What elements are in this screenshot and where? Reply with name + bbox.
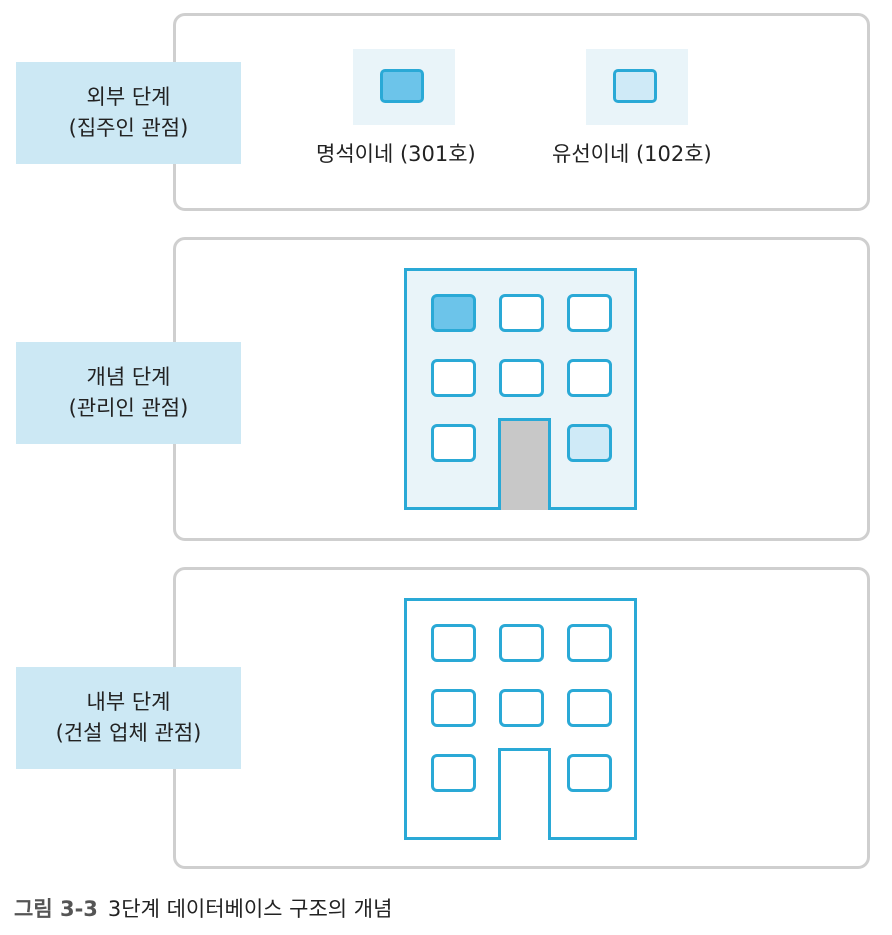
window-icon <box>499 689 544 727</box>
conceptual-level-title: 개념 단계 <box>86 365 171 389</box>
figure-title: 3단계 데이터베이스 구조의 개념 <box>107 897 393 921</box>
external-level-panel <box>173 13 870 211</box>
unit-102-window-icon <box>613 69 657 103</box>
unit-301-caption: 명석이네 (301호) <box>316 142 476 166</box>
window-icon <box>567 754 612 792</box>
window-icon <box>431 359 476 397</box>
figure-number: 그림 3-3 <box>14 897 98 921</box>
external-level-viewpoint: (집주인 관점) <box>68 116 189 140</box>
internal-level-label: 내부 단계 (건설 업체 관점) <box>16 667 241 769</box>
window-icon <box>567 359 612 397</box>
conceptual-building-icon <box>404 268 637 510</box>
conceptual-level-viewpoint: (관리인 관점) <box>68 396 189 420</box>
window-icon <box>499 294 544 332</box>
window-301-icon <box>431 294 476 332</box>
door-icon <box>498 748 551 840</box>
window-icon <box>499 359 544 397</box>
conceptual-level-label: 개념 단계 (관리인 관점) <box>16 342 241 444</box>
internal-level-title: 내부 단계 <box>86 690 171 714</box>
figure-caption: 그림 3-3 3단계 데이터베이스 구조의 개념 <box>14 893 392 923</box>
internal-level-viewpoint: (건설 업체 관점) <box>55 721 202 745</box>
window-icon <box>431 689 476 727</box>
window-icon <box>431 424 476 462</box>
window-icon <box>431 624 476 662</box>
window-102-icon <box>567 424 612 462</box>
internal-building-icon <box>404 598 637 840</box>
unit-102-tile <box>586 49 688 125</box>
unit-301-window-icon <box>380 69 424 103</box>
external-level-label: 외부 단계 (집주인 관점) <box>16 62 241 164</box>
window-icon <box>567 294 612 332</box>
external-level-title: 외부 단계 <box>86 85 171 109</box>
window-icon <box>499 624 544 662</box>
unit-301-tile <box>353 49 455 125</box>
unit-102-caption: 유선이네 (102호) <box>552 142 712 166</box>
window-icon <box>567 624 612 662</box>
window-icon <box>431 754 476 792</box>
door-icon <box>498 418 551 510</box>
window-icon <box>567 689 612 727</box>
